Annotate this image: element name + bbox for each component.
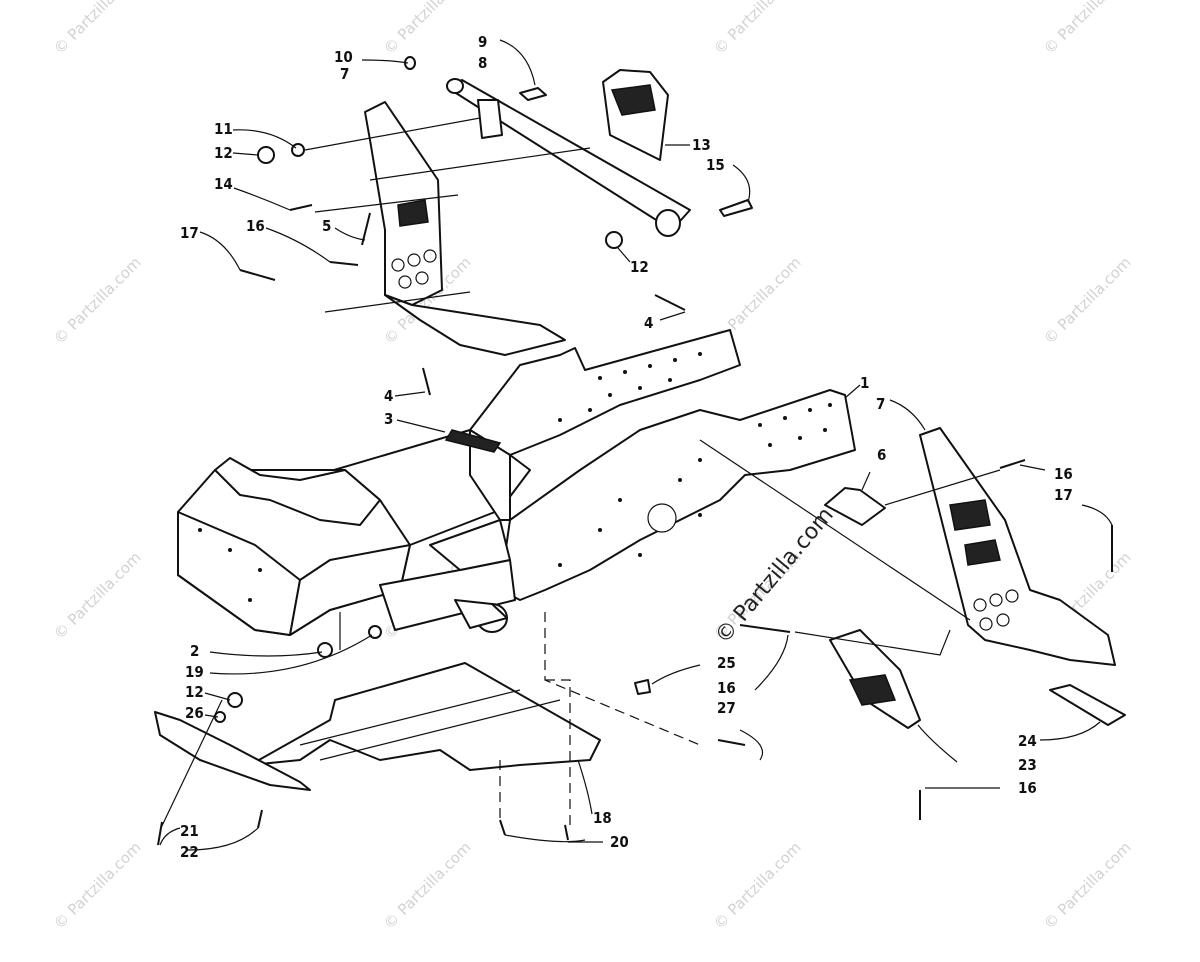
watermark: © Partzilla.com bbox=[50, 838, 145, 933]
watermark: © Partzilla.com bbox=[710, 838, 805, 933]
callout-clip: 25 bbox=[717, 654, 736, 672]
callout-rod: 5 bbox=[322, 217, 331, 235]
callout-plate-right: 7 bbox=[876, 395, 885, 413]
strap-part bbox=[1049, 684, 1126, 726]
callout-strap: 24 bbox=[1018, 732, 1037, 750]
callout-rivet-mid: 4 bbox=[384, 387, 393, 405]
callout-nut-left: 12 bbox=[214, 144, 233, 162]
left-side-plate bbox=[364, 101, 566, 356]
callout-rivet-right-top: 16 bbox=[1054, 465, 1073, 483]
callout-rivet-left-long: 17 bbox=[180, 224, 199, 242]
callout-frame: 1 bbox=[860, 374, 869, 392]
frame-rivet-holes bbox=[198, 352, 832, 602]
callout-bolt-left: 14 bbox=[214, 175, 233, 193]
center-watermark: © Partzilla.com bbox=[710, 503, 838, 649]
callout-bracket-small: 6 bbox=[877, 446, 886, 464]
watermark: © Partzilla.com bbox=[1040, 0, 1135, 58]
callout-rivet-upper: 4 bbox=[644, 314, 653, 332]
callout-plate-left: 7 bbox=[340, 65, 349, 83]
callout-rivet-long: 27 bbox=[717, 699, 736, 717]
watermark: © Partzilla.com bbox=[1040, 838, 1135, 933]
watermark: © Partzilla.com bbox=[50, 548, 145, 643]
callout-nut-lower-a: 2 bbox=[190, 642, 199, 660]
watermark: © Partzilla.com bbox=[380, 838, 475, 933]
watermark: © Partzilla.com bbox=[710, 0, 805, 58]
tube-part bbox=[446, 78, 691, 237]
callout-washer: 11 bbox=[214, 120, 233, 138]
callout-rivet-right-long: 17 bbox=[1054, 486, 1073, 504]
right-side-plate bbox=[919, 427, 1116, 666]
callout-washer-b: 26 bbox=[185, 704, 204, 722]
callout-rivet-left: 16 bbox=[246, 217, 265, 235]
leader-lines bbox=[159, 39, 1113, 851]
callout-gusset: 23 bbox=[1018, 756, 1037, 774]
watermark: © Partzilla.com bbox=[1040, 253, 1135, 348]
callout-bolt-right: 15 bbox=[706, 156, 725, 174]
belly-pan-part bbox=[249, 662, 601, 771]
gusset-slot bbox=[848, 674, 897, 706]
skid-plate-part bbox=[154, 711, 311, 791]
callout-bolt-top: 9 bbox=[478, 33, 487, 51]
callout-belly-pan: 18 bbox=[593, 809, 612, 827]
watermark: © Partzilla.com bbox=[50, 253, 145, 348]
frame-part bbox=[177, 329, 856, 636]
steering-support-part bbox=[602, 69, 669, 161]
callout-nut-lower-b: 19 bbox=[185, 663, 204, 681]
watermark: © Partzilla.com bbox=[50, 0, 145, 58]
callout-decal: 3 bbox=[384, 410, 393, 428]
callouts: 1 2 3 4 4 5 6 7 7 8 9 10 11 12 12 12 13 … bbox=[180, 33, 1073, 861]
bracket-small-part bbox=[824, 487, 886, 526]
callout-nut-front: 12 bbox=[185, 683, 204, 701]
callout-screws: 20 bbox=[610, 833, 629, 851]
callout-screw-a: 21 bbox=[180, 822, 199, 840]
callout-steering-support: 13 bbox=[692, 136, 711, 154]
callout-nut-right: 12 bbox=[630, 258, 649, 276]
watermark: © Partzilla.com bbox=[380, 0, 475, 58]
callout-tube: 8 bbox=[478, 54, 487, 72]
callout-screw-b: 22 bbox=[180, 843, 199, 861]
callout-rivet-right-low: 16 bbox=[1018, 779, 1037, 797]
callout-plug: 10 bbox=[334, 48, 353, 66]
callout-rivet-right-mid: 16 bbox=[717, 679, 736, 697]
